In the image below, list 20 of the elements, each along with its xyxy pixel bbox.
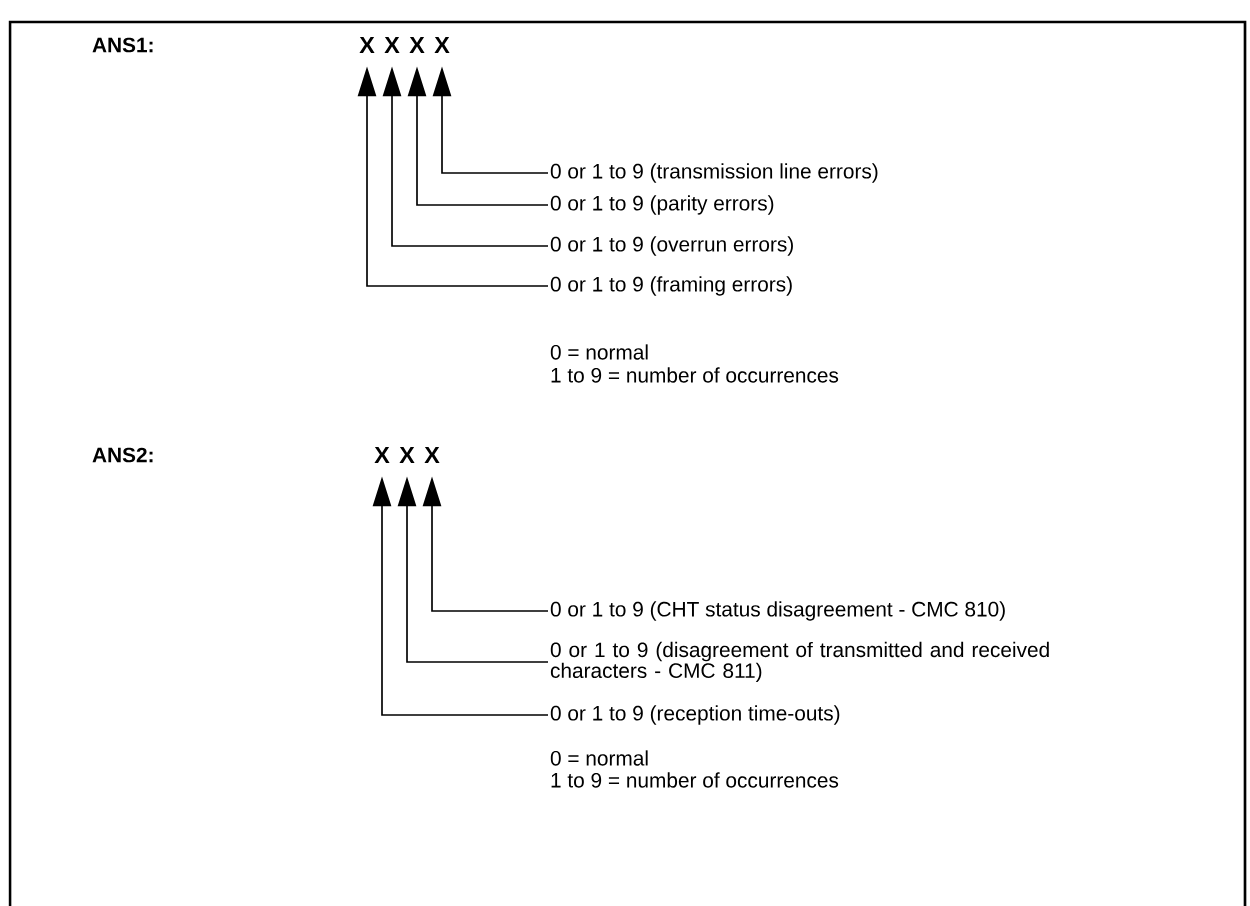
bit-letter: X xyxy=(424,446,440,463)
description-text: 0 or 1 to 9 (framing errors) xyxy=(550,276,792,296)
bit-letter: X xyxy=(374,446,390,463)
description-text: 0 or 1 to 9 (reception time-outs) xyxy=(550,705,840,725)
bit-letter: X xyxy=(384,36,400,53)
bit-letter: X xyxy=(409,36,425,53)
description-text: 0 or 1 to 9 (disagreement of transmitted and received characters - CMC 811) xyxy=(550,641,1049,683)
bit-letter: X xyxy=(399,446,415,463)
register-label: ANS1: xyxy=(92,37,153,53)
note-text: 1 to 9 = number of occurrences xyxy=(551,772,839,788)
note-text: 0 = normal xyxy=(550,344,648,360)
bit-letter: X xyxy=(359,36,375,53)
description-text: 0 or 1 to 9 (parity errors) xyxy=(550,195,774,215)
description-text: 0 or 1 to 9 (overrun errors) xyxy=(550,236,793,256)
bit-letter: X xyxy=(434,36,450,53)
description-text: 0 or 1 to 9 (CHT status disagreement - CMC 810) xyxy=(550,601,1005,621)
description-text: 0 or 1 to 9 (transmission line errors) xyxy=(550,163,878,183)
note-text: 1 to 9 = number of occurrences xyxy=(551,367,839,383)
note-text: 0 = normal xyxy=(550,750,648,766)
register-label: ANS2: xyxy=(92,447,153,463)
